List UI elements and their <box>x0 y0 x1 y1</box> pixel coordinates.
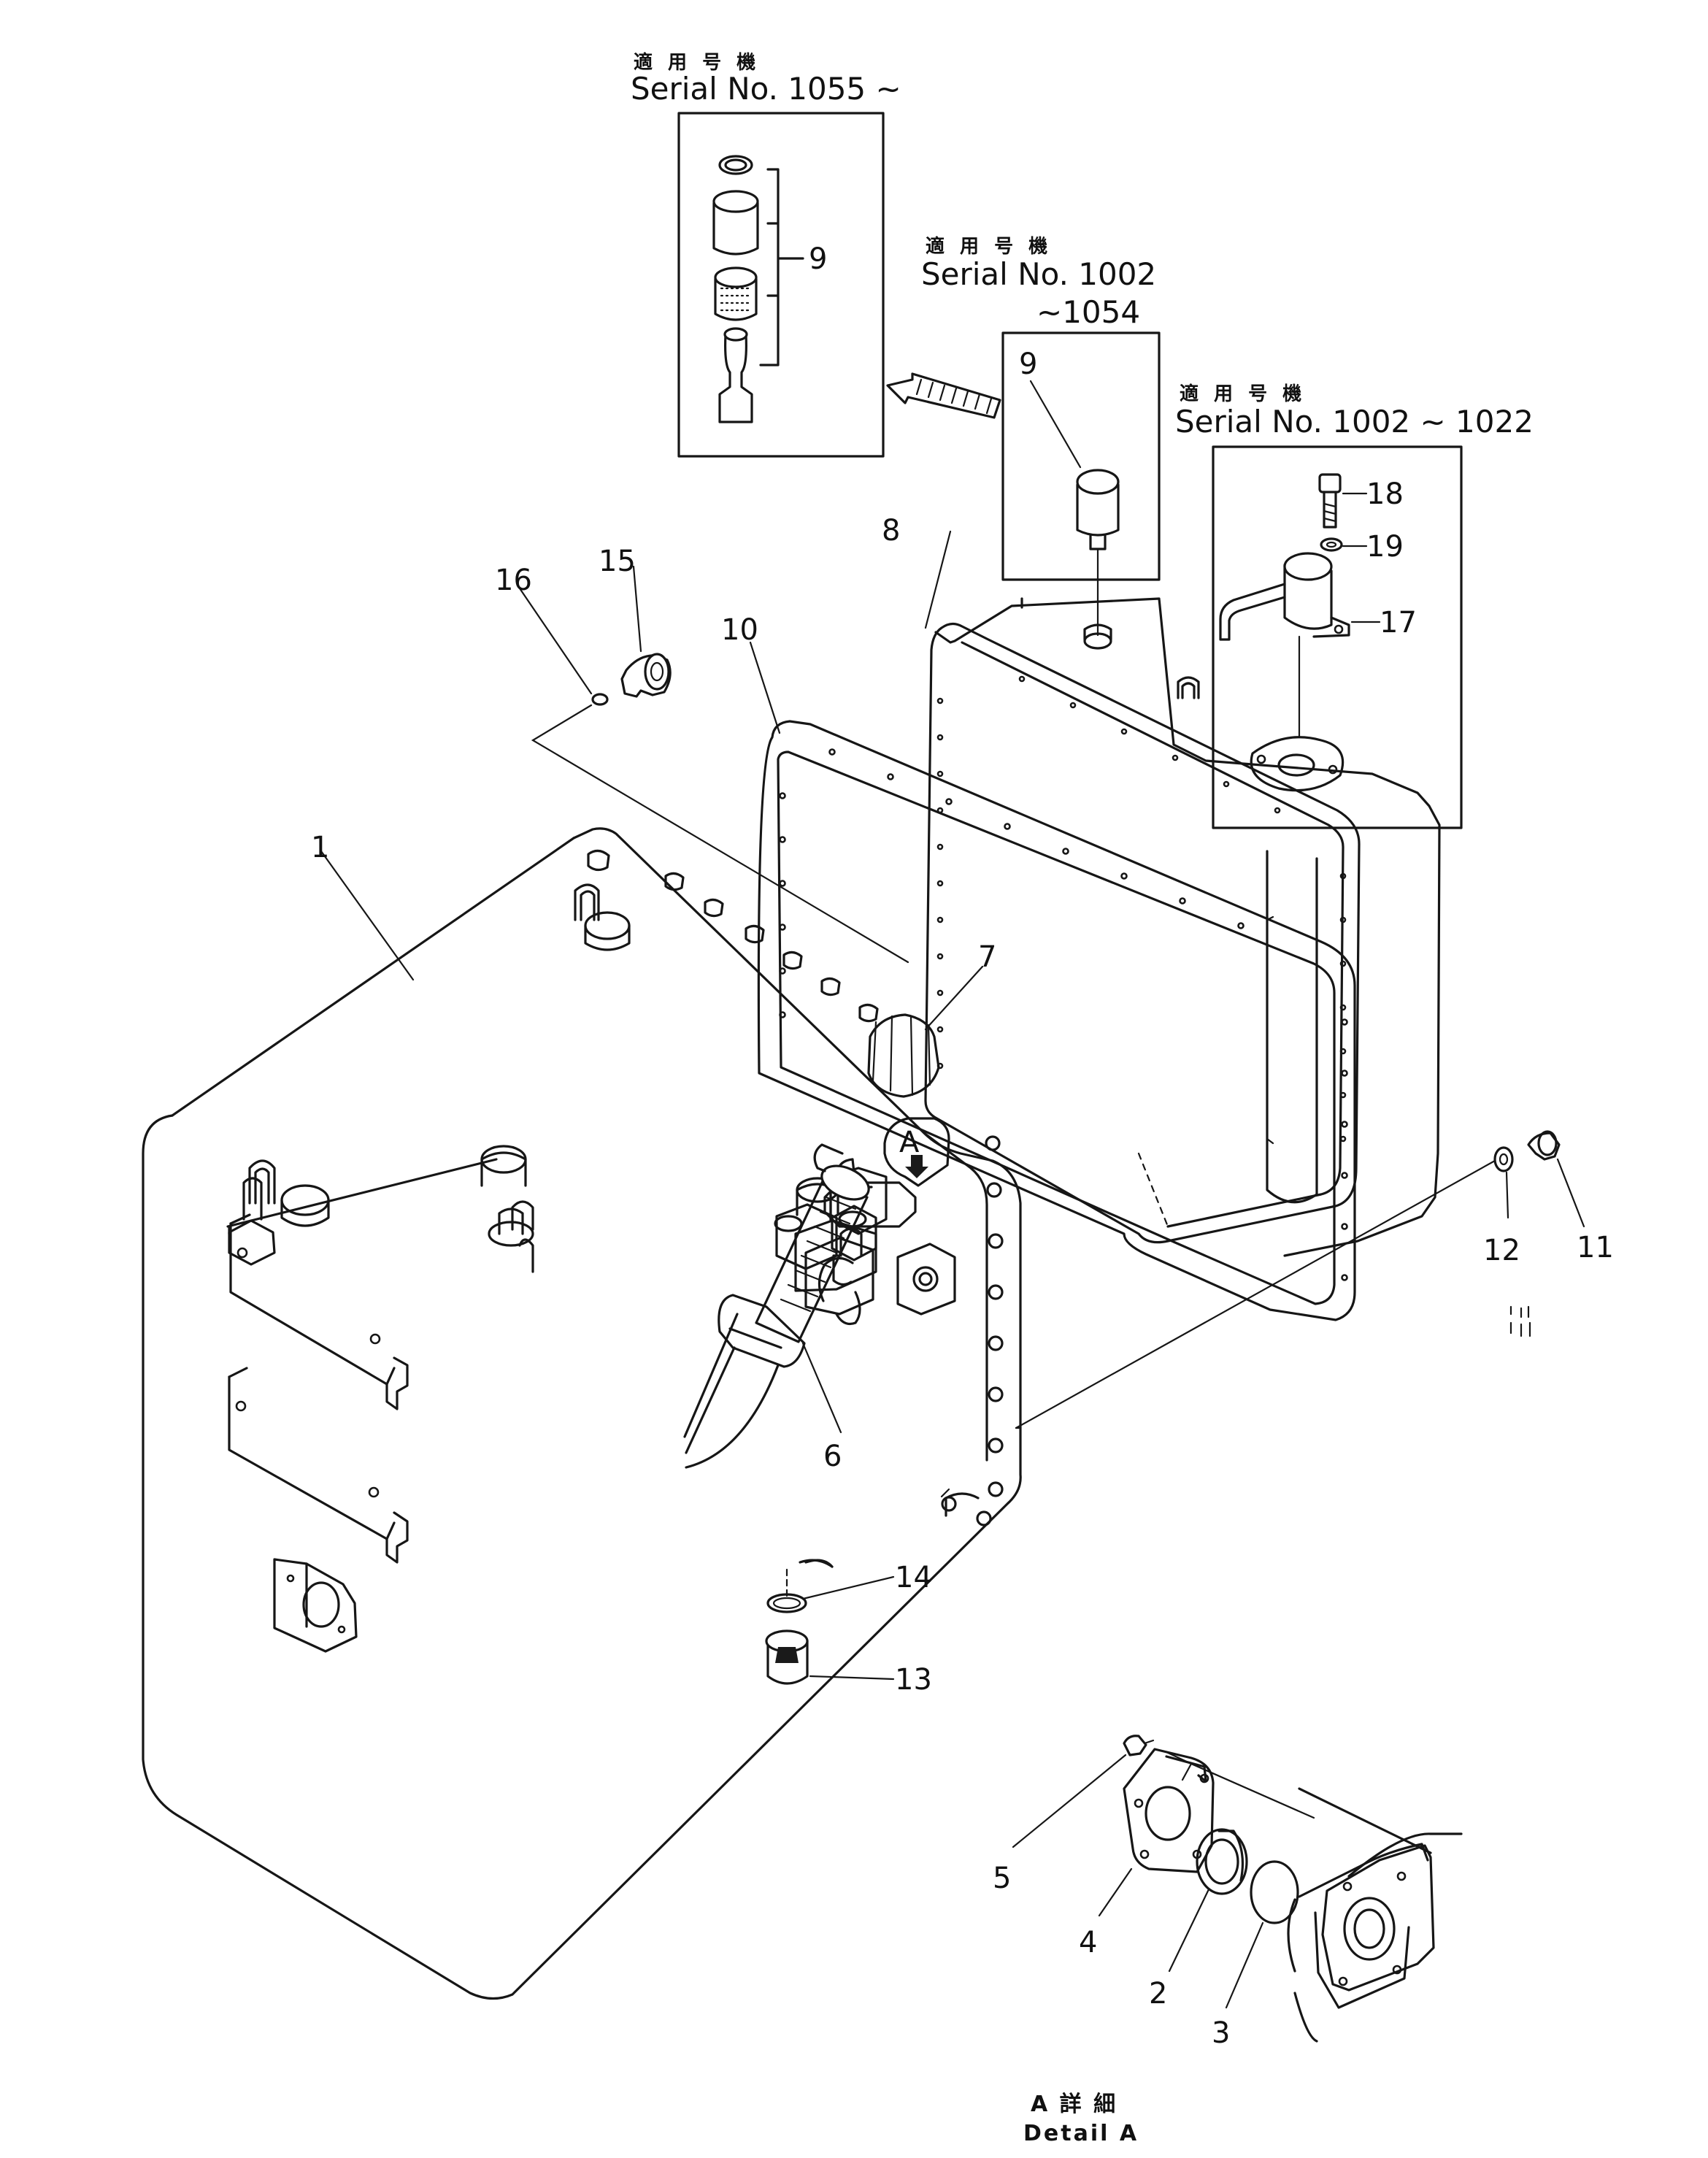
inset-b-serial-range-label: ~1054 <box>1036 294 1140 330</box>
fitting-part-15 <box>620 653 672 698</box>
inset-serial-1002-1054: 適 用 号 機 Serial No. 1002 ~1054 9 <box>921 235 1161 637</box>
screw-part-11 <box>1527 1130 1561 1161</box>
cover-plate-part-3 <box>1250 1860 1299 1924</box>
lifting-eye-mid <box>480 1145 863 1257</box>
tank-top-bolts <box>587 849 879 1023</box>
callout-7: 7 <box>978 940 996 974</box>
scribble-marks <box>1509 1305 1531 1337</box>
detail-a-view: 5 4 2 3 A 詳 細 Detail A <box>993 1735 1463 2146</box>
superseded-arrow <box>886 372 1001 419</box>
callout-10: 10 <box>721 613 758 647</box>
filler-cap-part-7 <box>867 1013 940 1098</box>
view-marker-label: A <box>899 1126 920 1159</box>
callout-16: 16 <box>495 564 532 597</box>
mounting-bracket-lower <box>228 1367 409 1564</box>
detail-a-marker: A <box>883 1117 950 1187</box>
callout-3: 3 <box>1212 2016 1230 2050</box>
callout-15: 15 <box>599 545 636 578</box>
seal-part-2 <box>1196 1828 1248 1895</box>
bolt <box>1318 473 1342 529</box>
lifting-eye-top <box>574 883 631 951</box>
detail-a-en-label: Detail A <box>1023 2121 1139 2146</box>
washer-part-12 <box>1493 1146 1514 1172</box>
inset-b-jp-label: 適 用 号 機 <box>926 235 1052 258</box>
inset-c-jp-label: 適 用 号 機 <box>1180 383 1306 405</box>
filter-element-stack <box>712 155 804 423</box>
inset-a-serial-label: Serial No. 1055 ~ <box>631 71 901 107</box>
tank-front-bolts <box>941 1135 1004 1527</box>
hydraulic-tank-part-1: A <box>142 827 1022 2000</box>
side-port-fittings <box>774 1158 917 1326</box>
inset-b-serial-label: Serial No. 1002 <box>921 256 1156 292</box>
inset-serial-1055: 適 用 号 機 Serial No. 1055 ~ 9 <box>631 51 901 458</box>
callout-17: 17 <box>1380 606 1417 640</box>
part-10-bolt-holes <box>779 748 1348 1281</box>
inset-b-frame <box>1001 331 1161 581</box>
breather-flange <box>1250 736 1345 792</box>
breather-body <box>1219 552 1350 641</box>
drain-plug-part-13 <box>765 1629 809 1685</box>
callout-6: 6 <box>823 1440 842 1473</box>
callout-1: 1 <box>311 831 329 864</box>
drain-port <box>273 1558 358 1653</box>
callout-18: 18 <box>1366 477 1404 511</box>
callout-4: 4 <box>1079 1926 1097 1959</box>
washer <box>1320 537 1343 552</box>
callout-19: 19 <box>1366 530 1404 564</box>
callout-9-inset-b: 9 <box>1019 347 1037 381</box>
callout-14: 14 <box>895 1561 932 1594</box>
o-ring-part-16 <box>591 693 609 706</box>
gasket-part-10 <box>757 720 1356 1321</box>
mounting-bracket-upper <box>226 1158 498 1266</box>
part-8-bolt-holes <box>936 675 1347 1143</box>
inset-a-jp-label: 適 用 号 機 <box>634 51 760 74</box>
mounting-bracket-side <box>228 1213 409 1410</box>
detail-a-jp-label: A 詳 細 <box>1031 2092 1117 2117</box>
lifting-eye-side <box>488 1207 534 1273</box>
callout-13: 13 <box>895 1663 932 1697</box>
inset-serial-1002-1022: 適 用 号 機 Serial No. 1002 ~ 1022 18 19 17 <box>1175 383 1534 829</box>
callout-12: 12 <box>1483 1234 1520 1267</box>
suction-port-pads <box>804 1237 956 1316</box>
o-ring-part-14 <box>766 1593 807 1613</box>
callout-5: 5 <box>993 1862 1011 1895</box>
inset-a-frame <box>677 112 885 458</box>
inset-c-serial-label: Serial No. 1002 ~ 1022 <box>1175 404 1534 439</box>
callout-8: 8 <box>882 514 900 548</box>
callout-9-inset-a: 9 <box>809 242 827 276</box>
callout-11: 11 <box>1577 1231 1614 1264</box>
strainer-part-6 <box>683 1143 870 1469</box>
bolt-part-5 <box>1123 1735 1155 1756</box>
callout-2: 2 <box>1149 1977 1167 2011</box>
inset-c-frame <box>1212 445 1463 829</box>
breather-cap <box>1076 469 1120 550</box>
tank-port-boss <box>1287 1787 1463 2043</box>
tank-cover-part-8 <box>924 597 1441 1257</box>
